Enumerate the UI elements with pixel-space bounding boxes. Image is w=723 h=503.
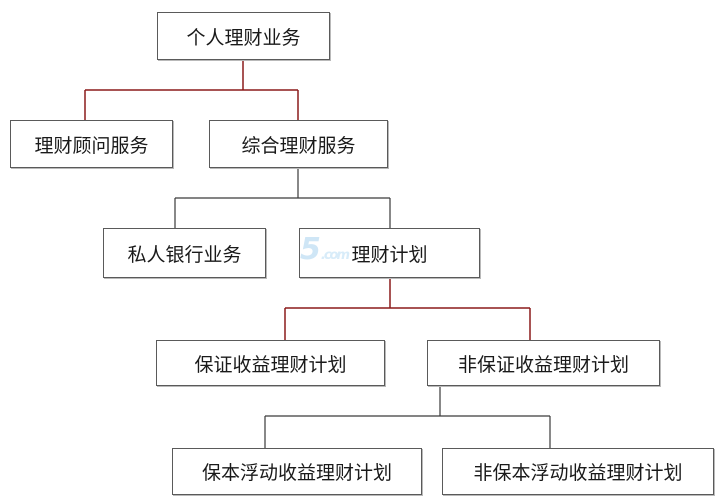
node-non-guaranteed-income-plan: 非保证收益理财计划 [427,340,660,386]
node-financial-plan: 理财计划 [299,228,480,278]
node-non-capital-protected-floating-plan: 非保本浮动收益理财计划 [442,448,714,495]
node-financial-advisory: 理财顾问服务 [10,120,173,168]
node-private-banking: 私人银行业务 [103,228,266,278]
node-capital-protected-floating-plan: 保本浮动收益理财计划 [172,448,422,495]
node-guaranteed-income-plan: 保证收益理财计划 [156,340,385,386]
watermark-logo: 5​.com [300,232,350,267]
node-root: 个人理财业务 [157,12,330,60]
node-comprehensive-financial: 综合理财服务 [209,120,388,168]
